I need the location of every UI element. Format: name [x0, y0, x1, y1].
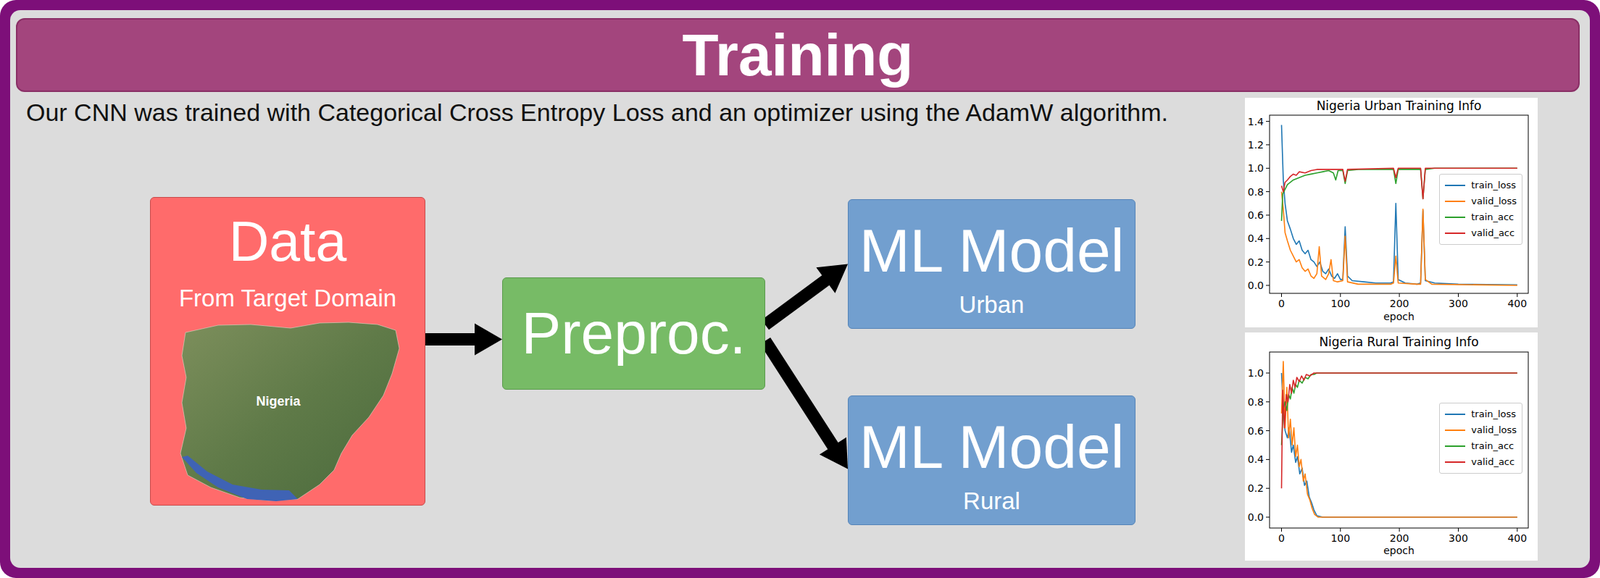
legend-text: valid_acc	[1471, 457, 1515, 468]
arrow-shaft	[425, 333, 476, 346]
chart-title: Nigeria Rural Training Info	[1318, 335, 1479, 350]
tick-label: 200	[1389, 532, 1410, 545]
tick-label: 1.2	[1247, 139, 1264, 151]
box-heading: ML Model	[859, 215, 1125, 287]
tick-label: 0.2	[1247, 256, 1264, 269]
flow-arrow	[425, 323, 503, 356]
tick-label: 0.0	[1247, 279, 1264, 292]
box-subtext: Urban	[959, 290, 1025, 320]
flow-arrow	[765, 264, 848, 326]
tick-label: 0.6	[1247, 209, 1264, 222]
legend-row: valid_acc	[1444, 225, 1517, 242]
tick-label: 0.4	[1247, 453, 1264, 466]
tick-label: 1.0	[1247, 162, 1264, 174]
legend-row: train_loss	[1444, 406, 1517, 423]
tick-label: 0	[1278, 532, 1285, 545]
tick-label: 300	[1448, 297, 1469, 310]
box-heading: Data	[228, 209, 348, 274]
legend-swatch	[1444, 232, 1466, 235]
legend-row: valid_loss	[1444, 193, 1517, 210]
process-box: Preproc.	[502, 277, 766, 390]
legend-text: train_acc	[1471, 441, 1514, 452]
tick-label: 100	[1330, 297, 1350, 310]
map-label: Nigeria	[255, 394, 300, 410]
tick-label: 100	[1330, 532, 1350, 545]
arrow-shaft	[765, 341, 834, 448]
model-box: ML ModelRural	[847, 395, 1136, 526]
legend-text: train_loss	[1471, 409, 1516, 420]
legend-swatch	[1444, 461, 1466, 464]
legend-row: valid_acc	[1444, 454, 1517, 471]
legend-swatch	[1444, 184, 1466, 187]
tick-label: 400	[1507, 532, 1527, 545]
tick-label: 0	[1278, 297, 1285, 310]
tick-label: 0.8	[1247, 396, 1264, 408]
axis-title: epoch	[1383, 310, 1415, 323]
box-heading: ML Model	[859, 412, 1125, 483]
legend-text: valid_loss	[1471, 196, 1517, 207]
tick-label: 0.0	[1247, 511, 1264, 524]
legend-text: valid_acc	[1471, 228, 1515, 239]
legend-text: train_loss	[1471, 180, 1516, 191]
title-band: Training	[15, 18, 1580, 93]
legend-row: train_loss	[1444, 177, 1517, 194]
tick-label: 0.2	[1247, 482, 1264, 495]
legend-swatch	[1444, 445, 1466, 448]
tick-label: 300	[1448, 532, 1469, 545]
tick-label: 0.8	[1247, 186, 1264, 198]
arrow-head	[474, 323, 503, 356]
legend-text: valid_loss	[1471, 425, 1517, 436]
legend-row: valid_loss	[1444, 422, 1517, 439]
legend-box: train_loss valid_loss train_acc valid_acc	[1439, 173, 1523, 245]
chart-title: Nigeria Urban Training Info	[1316, 99, 1482, 114]
map-land	[180, 322, 400, 501]
map-coast	[181, 455, 298, 502]
tick-label: 1.0	[1247, 367, 1264, 379]
chart-panel	[1244, 332, 1538, 561]
data-box: DataFrom Target DomainNigeria	[150, 197, 426, 506]
box-subtext: Rural	[963, 486, 1021, 516]
plot-frame	[1269, 115, 1529, 294]
box-heading: Preproc.	[521, 299, 747, 368]
legend-row: train_acc	[1444, 209, 1517, 226]
legend-swatch	[1444, 429, 1466, 432]
legend-row: train_acc	[1444, 438, 1517, 455]
chart-curves	[1281, 124, 1518, 286]
tick-label: 0.4	[1247, 232, 1264, 245]
legend-box: train_loss valid_loss train_acc valid_acc	[1439, 402, 1523, 474]
model-box: ML ModelUrban	[847, 199, 1136, 329]
legend-swatch	[1444, 216, 1466, 219]
tick-label: 200	[1389, 297, 1410, 310]
axis-title: epoch	[1383, 544, 1415, 557]
description-text: Our CNN was trained with Categorical Cro…	[26, 98, 1169, 127]
tick-label: 400	[1507, 297, 1527, 310]
legend-swatch	[1444, 413, 1466, 416]
title-text: Training	[682, 22, 914, 88]
legend-text: train_acc	[1471, 212, 1514, 223]
legend-swatch	[1444, 200, 1466, 203]
tick-label: 1.4	[1247, 115, 1264, 128]
tick-label: 0.6	[1247, 425, 1264, 437]
flow-arrow	[765, 341, 848, 470]
chart-panel	[1244, 97, 1538, 328]
box-subtext: From Target Domain	[178, 284, 397, 314]
arrow-shaft	[765, 279, 827, 325]
plot-frame	[1269, 352, 1529, 529]
